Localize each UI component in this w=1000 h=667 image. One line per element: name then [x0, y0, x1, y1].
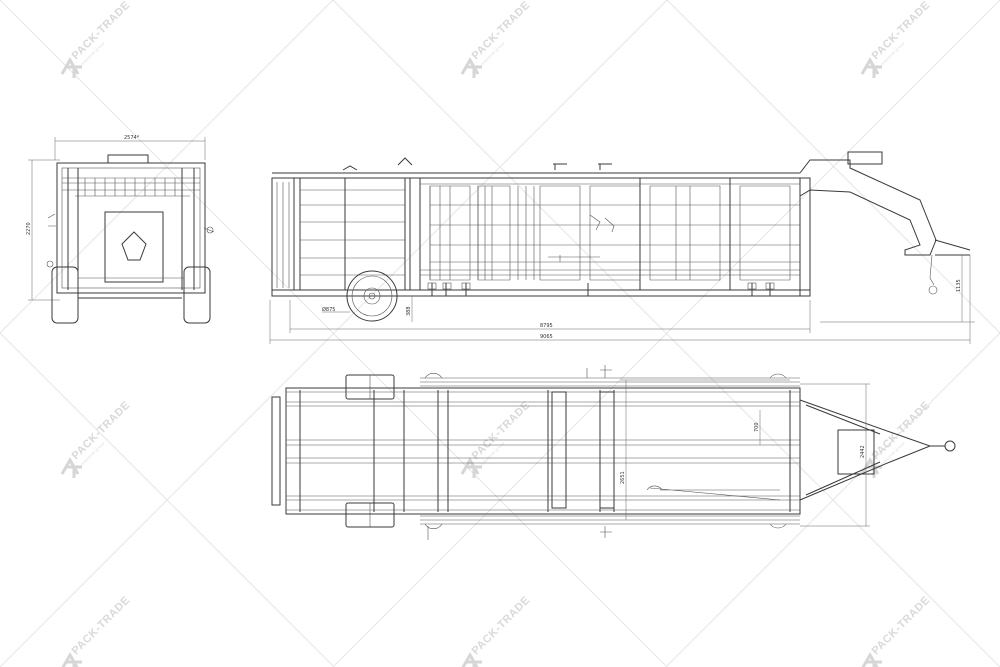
watermark-logo: PACK-TRADE industrial group — [60, 399, 133, 478]
svg-text:PACK-TRADE: PACK-TRADE — [70, 594, 133, 657]
watermark-logo: PACK-TRADE industrial group — [60, 0, 133, 78]
watermark-logo: PACK-TRADE industrial group — [460, 0, 533, 78]
watermark-logo: PACK-TRADE — [61, 594, 133, 667]
svg-text:PACK-TRADE: PACK-TRADE — [870, 0, 933, 62]
dim-track-width: 2651 — [620, 471, 626, 484]
svg-text:PACK-TRADE: PACK-TRADE — [470, 0, 533, 62]
watermark-logo: PACK-TRADE industrial group — [860, 0, 933, 78]
watermark-logo: PACK-TRADE — [461, 594, 533, 667]
watermark-logo: PACK-TRADE industrial group — [860, 399, 933, 478]
watermark-logo: PACK-TRADE industrial group — [460, 399, 533, 478]
dim-wheel-diameter: Ø875 — [322, 306, 335, 313]
dim-front-height: 2270 — [26, 222, 32, 235]
dim-drawbar-width: 2442 — [860, 445, 866, 458]
dim-total-length: 9065 — [540, 334, 553, 340]
front-view: 2574* 2270 — [26, 135, 215, 324]
dim-inner-width: 700 — [754, 422, 760, 432]
dim-front-width: 2574* — [124, 135, 140, 141]
watermark-logo: PACK-TRADE — [861, 594, 933, 667]
svg-text:PACK-TRADE: PACK-TRADE — [470, 594, 533, 657]
svg-text:PACK-TRADE: PACK-TRADE — [870, 399, 933, 462]
dim-hitch-height: 1135 — [956, 279, 962, 292]
svg-text:PACK-TRADE: PACK-TRADE — [70, 399, 133, 462]
plan-view: 700 2651 2442 — [271, 365, 956, 540]
dim-ground-clearance: 388 — [406, 306, 412, 316]
svg-text:PACK-TRADE: PACK-TRADE — [470, 399, 533, 462]
dim-body-length: 8795 — [540, 323, 553, 329]
svg-text:PACK-TRADE: PACK-TRADE — [70, 0, 133, 62]
svg-text:PACK-TRADE: PACK-TRADE — [870, 594, 933, 657]
side-view: Ø875 388 8795 9065 1135 — [269, 151, 975, 344]
